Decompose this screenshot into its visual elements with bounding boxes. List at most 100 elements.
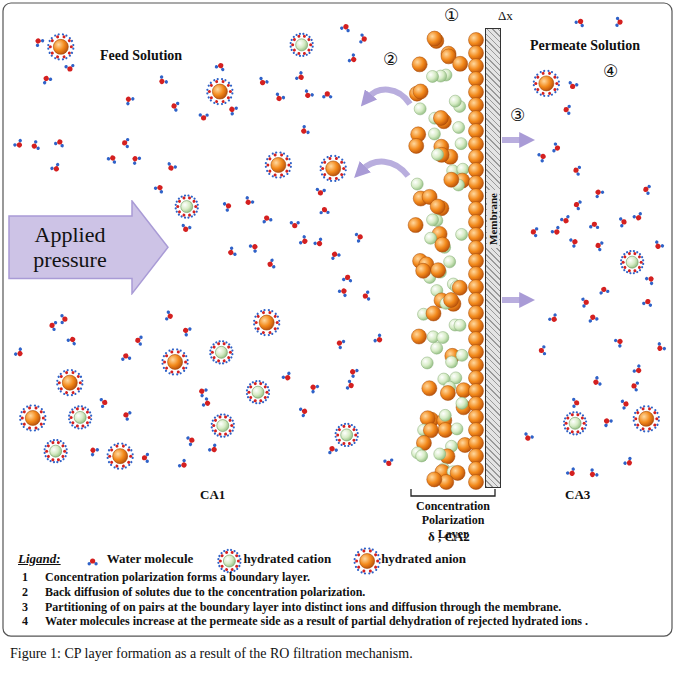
water-molecule [563,104,571,115]
water-molecule [362,290,370,301]
water-molecule [581,297,590,308]
water-molecule [64,64,75,73]
hydrated-cation [335,423,359,448]
water-molecule [620,398,629,410]
hydrated-anion [354,547,381,575]
water-molecule [198,113,208,120]
concentration-label: CA3 [565,488,590,503]
hydrated-anion [533,70,560,98]
hydrated-cation [620,250,644,275]
dimension-label: Δx [498,9,513,24]
water-molecule [214,61,226,72]
anion-sphere [427,31,442,46]
cation-sphere [434,448,446,460]
water-molecule [226,246,237,258]
water-molecule [222,200,233,212]
hydrated-anion [19,404,46,432]
region-title: Feed Solution [100,48,182,64]
anion-sphere [408,218,423,233]
water-molecule [652,240,664,252]
water-molecule [654,342,666,354]
anion-sphere [433,110,448,125]
water-molecule [589,221,600,229]
water-molecule [40,74,52,85]
water-molecule [594,240,604,252]
water-molecule [315,188,326,196]
water-molecule [573,199,582,211]
cation-sphere [456,397,468,409]
note-number: 2 [22,586,28,600]
water-molecule [294,71,306,83]
water-molecule [308,382,320,394]
water-molecule [547,313,559,325]
water-molecule [565,467,577,479]
anion-sphere [409,138,424,153]
note-text: Partitioning of on pairs at the boundary… [45,601,665,615]
cation-sphere [444,256,456,268]
water-molecule [153,183,165,194]
water-molecule [165,310,174,322]
hydrated-cation [211,413,235,438]
cation-sphere [451,423,463,435]
hydrated-anion [107,442,134,470]
flow-arrow [502,297,524,303]
callout-number: ② [383,50,398,70]
anion-sphere [411,329,426,344]
water-molecule [574,17,586,28]
hydrated-cation [217,549,241,574]
concentration-label: δ , CA2 [428,530,470,545]
water-molecule [142,453,149,463]
flow-arrow [502,137,524,143]
cation-sphere [427,70,439,82]
water-molecule [335,337,346,349]
note-text: Back diffusion of solutes due to the con… [45,586,665,600]
water-molecule [591,376,602,388]
anion-sphere [438,422,453,437]
membrane-band: Membrane [485,28,501,488]
water-molecule [281,371,293,383]
cation-sphere [421,357,433,369]
cation-sphere [454,319,466,331]
anion-sphere [412,57,427,72]
water-molecule [619,216,628,227]
water-molecule [123,94,135,106]
water-molecule [290,221,300,228]
hydrated-cation [290,32,314,57]
node-label: Applied pressure [14,222,126,273]
water-molecule [322,91,332,98]
water-molecule [373,333,385,345]
water-molecule [186,434,196,446]
water-molecule [538,345,546,356]
note-text: Concentration polarization forms a bound… [45,571,665,585]
water-molecule [593,187,605,199]
water-molecule [313,237,325,249]
water-molecule [106,153,118,164]
water-molecule [537,151,548,163]
water-molecule [530,226,539,237]
water-molecule [345,379,355,391]
hydrated-cation [68,405,92,430]
water-molecule [642,184,651,195]
water-molecule [623,456,635,468]
water-molecule [573,165,582,176]
cation-sphere [427,214,439,226]
cation-sphere [439,409,451,421]
water-molecule [30,140,40,152]
water-molecule [177,458,189,470]
anion-sphere [435,237,450,252]
water-molecule [180,223,192,233]
water-molecule [120,353,131,362]
hydrated-anion [56,369,83,397]
water-molecule [572,398,579,408]
water-molecule [601,416,613,428]
cation-sphere [416,450,428,462]
water-molecule [522,432,534,443]
hydrated-cation [209,340,233,365]
note-text: Water molecules increase at the permeate… [45,615,665,629]
hydrated-anion [265,151,292,179]
water-molecule [632,364,644,376]
water-molecule [257,76,269,87]
water-molecule [631,381,640,392]
water-molecule [598,286,610,295]
